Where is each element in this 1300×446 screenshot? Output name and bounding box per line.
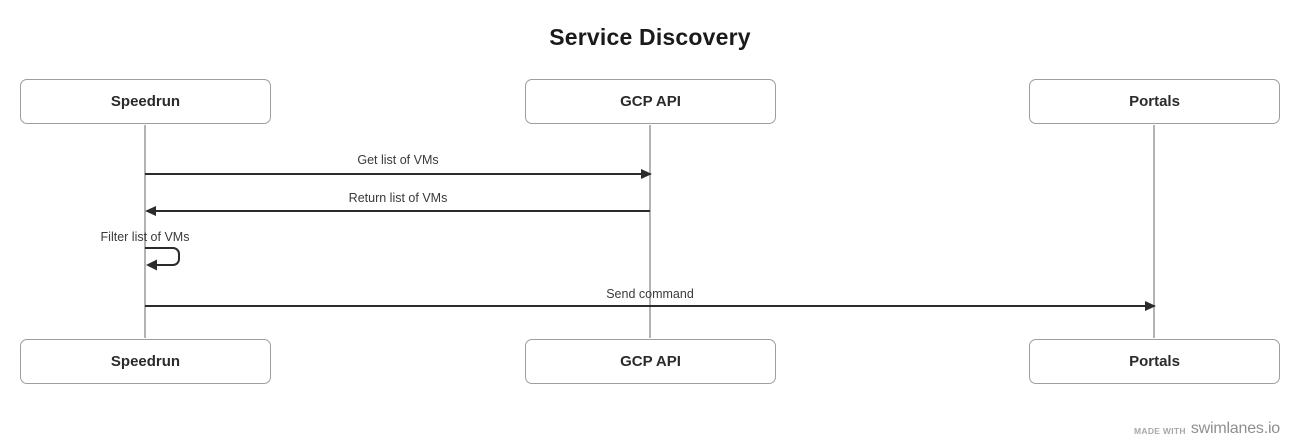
participant-box-gcp-api-bottom[interactable]: GCP API (525, 339, 776, 384)
message-line-return-list-of-vms (156, 210, 650, 212)
participant-box-portals-top[interactable]: Portals (1029, 79, 1280, 124)
message-label-return-list-of-vms: Return list of VMs (348, 191, 448, 205)
self-message-loop-filter-list-of-vms (144, 246, 194, 283)
message-line-send-command (145, 305, 1145, 307)
participant-label: Portals (1129, 353, 1180, 370)
arrowhead-left-icon (145, 205, 156, 216)
arrowhead-right-icon (641, 168, 652, 179)
lifeline-speedrun (144, 125, 146, 338)
participant-label: GCP API (620, 93, 681, 110)
self-loop-path-icon (145, 247, 180, 271)
participant-label: Speedrun (110, 93, 181, 110)
participant-box-speedrun-top[interactable]: Speedrun (20, 79, 271, 124)
message-line-get-list-of-vms (145, 173, 641, 175)
participant-box-gcp-api-top[interactable]: GCP API (525, 79, 776, 124)
message-label-filter-list-of-vms: Filter list of VMs (100, 230, 190, 244)
participant-box-speedrun-bottom[interactable]: Speedrun (20, 339, 271, 384)
page-title: Service Discovery (549, 24, 751, 50)
participant-box-portals-bottom[interactable]: Portals (1029, 339, 1280, 384)
participant-label: GCP API (620, 353, 681, 370)
message-label-send-command: Send command (606, 287, 694, 301)
participant-label: Speedrun (110, 353, 181, 370)
footer-brand-link[interactable]: swimlanes.io (1190, 420, 1280, 437)
footer-watermark[interactable]: MADE WITH swimlanes.io (1134, 420, 1280, 438)
lifeline-gcp-api (649, 125, 651, 338)
arrowhead-right-icon (1145, 300, 1156, 311)
footer-made-with-label: MADE WITH (1134, 426, 1186, 436)
participant-label: Portals (1129, 93, 1180, 110)
message-label-get-list-of-vms: Get list of VMs (357, 153, 439, 167)
lifeline-portals (1153, 125, 1155, 338)
